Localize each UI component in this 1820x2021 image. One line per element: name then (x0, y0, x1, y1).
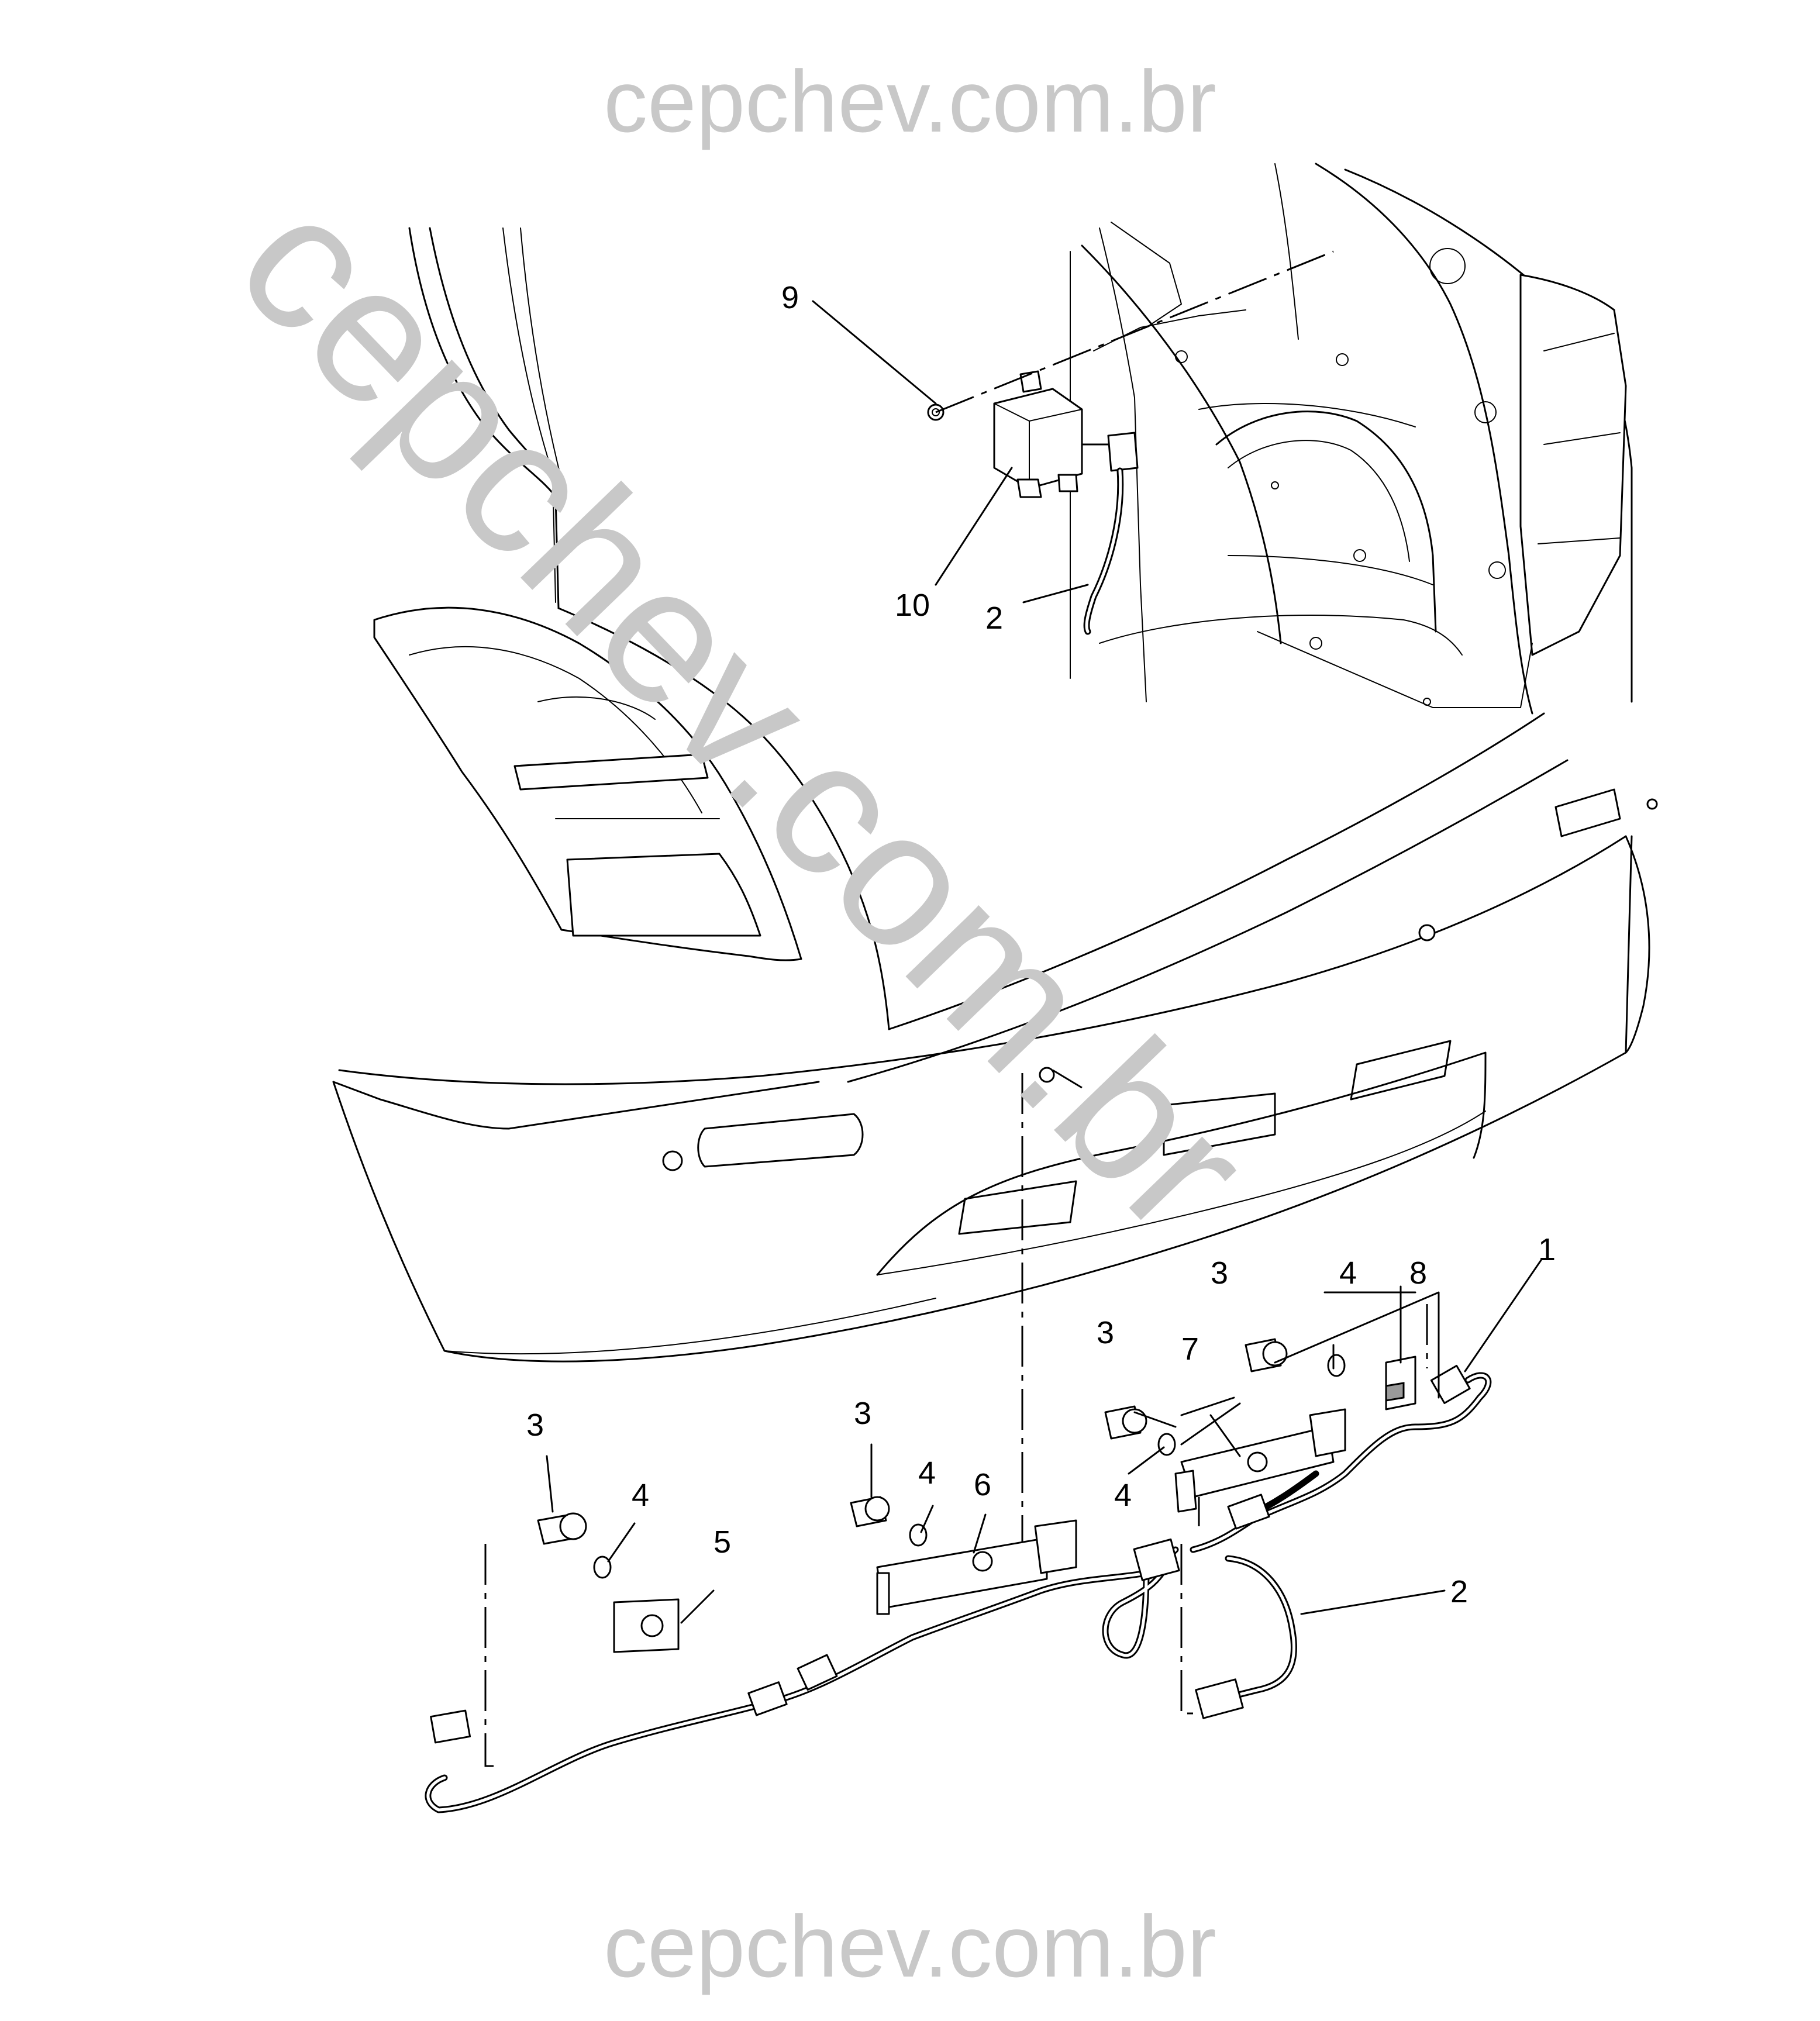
bracket-left-center (876, 1519, 1077, 1615)
callout-4-a: 4 (632, 1478, 649, 1513)
callout-10: 10 (895, 588, 930, 623)
module-alignment-line (935, 250, 1334, 413)
callout-3-b: 3 (854, 1396, 871, 1431)
bracket-right (1385, 1356, 1416, 1410)
module-harness (1083, 467, 1124, 635)
alignment-line-center-2 (1052, 1069, 1083, 1089)
callout-7: 7 (1181, 1332, 1199, 1367)
callout-3-c: 3 (1097, 1315, 1114, 1350)
bracket-right-center (1174, 1408, 1346, 1513)
rear-harness-extension (1195, 1555, 1297, 1719)
sensor-right (1245, 1338, 1288, 1372)
sensor-retainer-ring (593, 1354, 1346, 1579)
watermark-diagonal: cepchev.com.br (198, 153, 1290, 1274)
callout-4-d: 4 (1339, 1256, 1357, 1291)
callout-2-lower: 2 (1450, 1574, 1468, 1609)
callout-6: 6 (974, 1467, 991, 1502)
callout-3-d: 3 (1211, 1256, 1228, 1291)
watermark-bottom: cepchev.com.br (604, 1897, 1216, 1995)
callout-2-upper: 2 (985, 601, 1003, 636)
callout-1: 1 (1538, 1232, 1556, 1267)
alignment-line-left (484, 1544, 500, 1767)
watermark-top: cepchev.com.br (604, 52, 1216, 150)
callout-5: 5 (713, 1525, 731, 1560)
bracket-left (613, 1598, 680, 1653)
parking-assist-module (993, 370, 1139, 498)
callout-4-b: 4 (918, 1456, 936, 1491)
callout-4-c: 4 (1114, 1478, 1132, 1513)
leader-lines (546, 300, 1542, 1624)
sensor-left (537, 1512, 587, 1545)
vehicle-rear-body (332, 163, 1658, 1363)
sensor-right-center (1104, 1405, 1147, 1440)
callout-3-a: 3 (526, 1408, 544, 1443)
callout-9: 9 (781, 280, 799, 315)
callout-8: 8 (1409, 1256, 1427, 1291)
parking-assist-harness (425, 1364, 1492, 1813)
sensor-left-center (850, 1496, 890, 1527)
